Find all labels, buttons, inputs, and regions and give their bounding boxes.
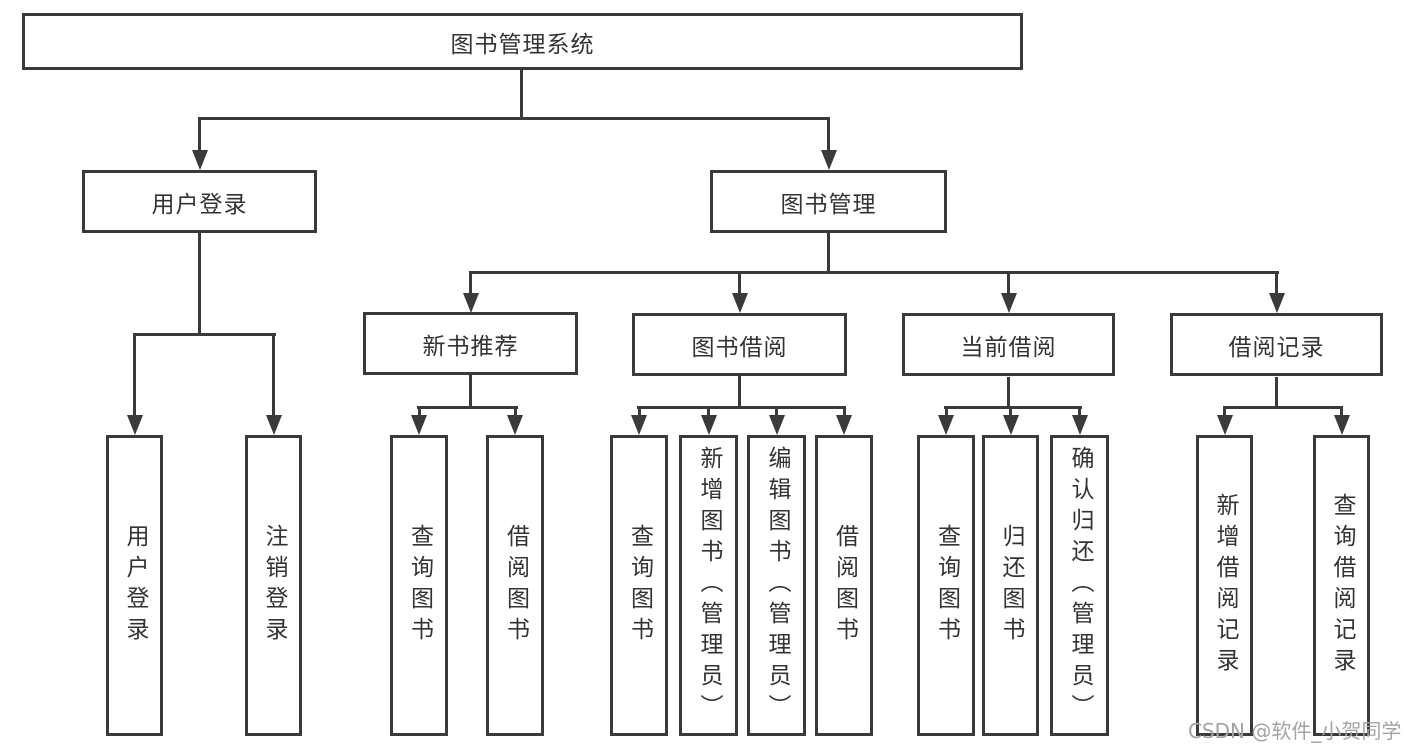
leaf-borrowing-borrow-books: 借阅图书 xyxy=(815,435,873,736)
connector-line xyxy=(1078,408,1081,418)
leaf-user-login: 用户登录 xyxy=(106,435,163,736)
arrow-down-icon xyxy=(836,415,852,435)
connector-line xyxy=(133,333,276,336)
node-book-borrowing: 图书借阅 xyxy=(632,313,847,376)
connector-line xyxy=(198,233,201,336)
leaf-return-books-label: 归还图书 xyxy=(998,523,1024,648)
node-book-management: 图书管理 xyxy=(710,170,947,233)
arrow-down-icon xyxy=(266,415,282,435)
leaf-user-login-label: 用户登录 xyxy=(122,523,148,648)
leaf-add-books-admin-label: 新增图书（管理员） xyxy=(696,446,722,725)
node-user-login: 用户登录 xyxy=(82,170,317,233)
leaf-query-borrow-record: 查询借阅记录 xyxy=(1313,435,1370,736)
leaf-recommend-query-books-label: 查询图书 xyxy=(406,523,433,648)
connector-line xyxy=(945,408,948,418)
connector-line xyxy=(272,335,275,417)
leaf-add-books-admin: 新增图书（管理员） xyxy=(679,435,738,736)
node-current-borrowing-label: 当前借阅 xyxy=(960,334,1057,361)
leaf-borrowing-query-books-label: 查询图书 xyxy=(626,523,653,648)
connector-line xyxy=(707,408,710,418)
node-book-borrowing-label: 图书借阅 xyxy=(691,334,788,361)
connector-line xyxy=(827,233,830,274)
node-borrowing-records: 借阅记录 xyxy=(1170,313,1383,376)
connector-line xyxy=(1340,408,1343,418)
leaf-add-borrow-record-label: 新增借阅记录 xyxy=(1212,492,1238,679)
arrow-down-icon xyxy=(1001,293,1017,313)
leaf-borrowing-query-books: 查询图书 xyxy=(610,435,668,736)
leaf-recommend-query-books: 查询图书 xyxy=(390,435,448,736)
arrow-down-icon xyxy=(463,293,479,313)
leaf-current-query-books-label: 查询图书 xyxy=(933,523,960,648)
connector-line xyxy=(637,406,846,409)
connector-line xyxy=(469,375,472,409)
connector-line xyxy=(843,408,846,418)
connector-line xyxy=(198,117,830,120)
arrow-down-icon xyxy=(701,415,717,435)
leaf-recommend-borrow-books: 借阅图书 xyxy=(486,435,544,736)
arrow-down-icon xyxy=(192,150,208,170)
arrow-down-icon xyxy=(127,415,143,435)
leaf-add-borrow-record: 新增借阅记录 xyxy=(1196,435,1253,736)
leaf-return-books: 归还图书 xyxy=(982,435,1039,736)
connector-line xyxy=(1007,377,1010,409)
leaf-current-query-books: 查询图书 xyxy=(917,435,975,736)
arrow-down-icon xyxy=(631,415,647,435)
leaf-edit-books-admin-label: 编辑图书（管理员） xyxy=(764,446,790,725)
arrow-down-icon xyxy=(732,293,748,313)
connector-line xyxy=(1275,377,1278,409)
connector-line xyxy=(417,406,518,409)
connector-line xyxy=(133,335,136,417)
arrow-down-icon xyxy=(1217,415,1233,435)
connector-line xyxy=(1223,408,1226,418)
leaf-query-borrow-record-label: 查询借阅记录 xyxy=(1329,492,1355,679)
connector-line xyxy=(638,408,641,418)
leaf-logout-label: 注销登录 xyxy=(261,523,287,648)
connector-line xyxy=(738,273,741,295)
connector-line xyxy=(775,408,778,418)
node-user-login-label: 用户登录 xyxy=(151,191,248,218)
arrow-down-icon xyxy=(1269,293,1285,313)
connector-line xyxy=(1009,408,1012,418)
arrow-down-icon xyxy=(507,415,523,435)
connector-line xyxy=(1223,406,1343,409)
connector-line xyxy=(418,408,421,418)
node-root: 图书管理系统 xyxy=(22,13,1023,70)
arrow-down-icon xyxy=(1003,415,1019,435)
node-book-management-label: 图书管理 xyxy=(780,191,877,218)
leaf-borrowing-borrow-books-label: 借阅图书 xyxy=(831,523,858,648)
node-new-book-recommendation: 新书推荐 xyxy=(363,312,578,375)
arrow-down-icon xyxy=(1072,415,1088,435)
csdn-watermark: CSDN @软件_小贺同学 xyxy=(1188,719,1402,743)
leaf-confirm-return-admin-label: 确认归还（管理员） xyxy=(1067,446,1093,725)
leaf-recommend-borrow-books-label: 借阅图书 xyxy=(502,523,529,648)
arrow-down-icon xyxy=(1334,415,1350,435)
connector-line xyxy=(514,408,517,418)
connector-line xyxy=(944,406,1082,409)
node-root-label: 图书管理系统 xyxy=(450,31,595,58)
connector-line xyxy=(198,119,201,151)
arrow-down-icon xyxy=(821,150,837,170)
connector-line xyxy=(1007,273,1010,295)
connector-line xyxy=(738,376,741,409)
leaf-logout: 注销登录 xyxy=(245,435,302,736)
connector-line xyxy=(469,271,1279,274)
leaf-confirm-return-admin: 确认归还（管理员） xyxy=(1050,435,1109,736)
connector-line xyxy=(469,273,472,295)
arrow-down-icon xyxy=(938,415,954,435)
connector-line xyxy=(1275,273,1278,295)
node-new-book-recommendation-label: 新书推荐 xyxy=(422,333,519,360)
arrow-down-icon xyxy=(769,415,785,435)
node-borrowing-records-label: 借阅记录 xyxy=(1228,334,1325,361)
connector-line xyxy=(520,68,523,120)
node-current-borrowing: 当前借阅 xyxy=(902,313,1115,376)
arrow-down-icon xyxy=(411,415,427,435)
connector-line xyxy=(827,119,830,151)
leaf-edit-books-admin: 编辑图书（管理员） xyxy=(747,435,806,736)
